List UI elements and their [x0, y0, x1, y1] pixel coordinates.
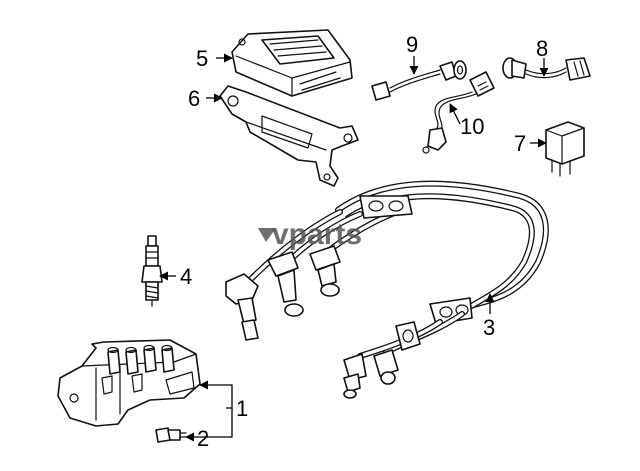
- callout-labels: 5 6 9 8 10 7 4 3 1 2: [180, 32, 548, 451]
- callout-3: 3: [483, 315, 495, 340]
- small-sensor: [155, 427, 187, 443]
- callout-8: 8: [536, 36, 548, 61]
- engine-control-module: [231, 29, 353, 97]
- callout-5: 5: [196, 46, 208, 71]
- callout-9: 9: [406, 32, 418, 57]
- module-bracket: [219, 85, 359, 187]
- callout-4: 4: [180, 264, 192, 289]
- callout-1: 1: [236, 396, 248, 421]
- knock-sensor: [371, 60, 467, 101]
- callout-2: 2: [197, 426, 209, 451]
- callout-leaders: [159, 53, 549, 442]
- watermark-text: vparts: [272, 218, 362, 251]
- watermark-logo: vparts: [258, 218, 362, 251]
- callout-6: 6: [188, 86, 200, 111]
- relay: [545, 121, 585, 177]
- callout-7: 7: [514, 131, 526, 156]
- spark-plug: [141, 235, 163, 307]
- callout-10: 10: [460, 114, 484, 139]
- ignition-coil-pack: [57, 339, 201, 427]
- sensor-with-lead: [422, 71, 495, 154]
- spark-plug-wire-set: [225, 180, 549, 399]
- sensor-harness: [502, 57, 591, 81]
